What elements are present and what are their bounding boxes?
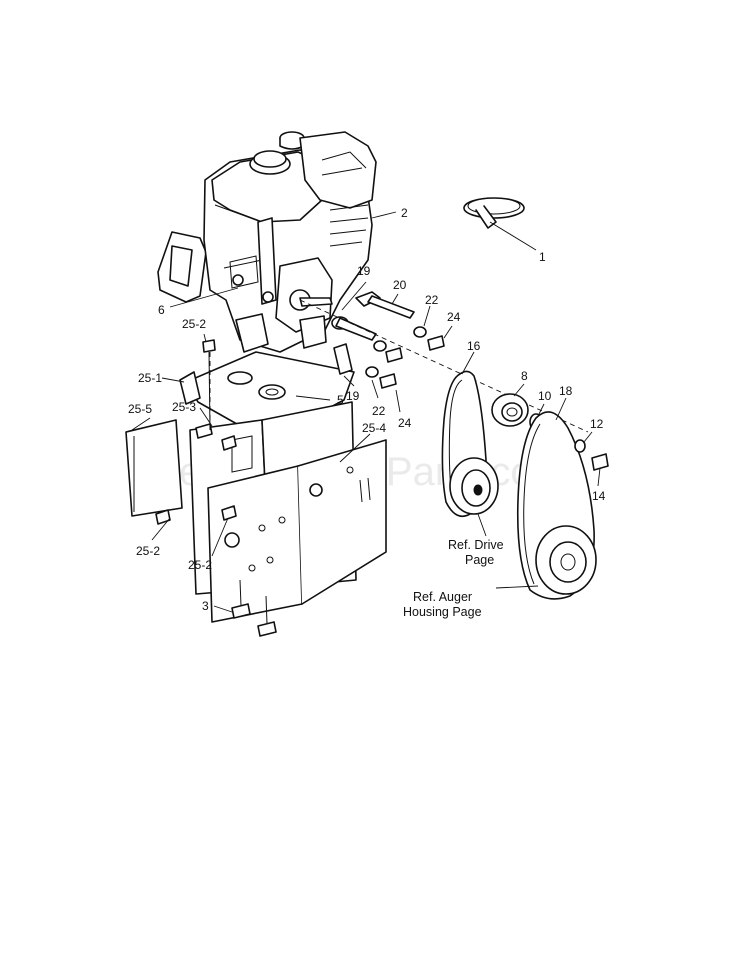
callout-3: 3: [202, 599, 209, 613]
callout-25-2-top: 25-2: [182, 317, 206, 331]
callout-22-top: 22: [425, 293, 439, 307]
engine: [157, 131, 377, 353]
reference-notes: Ref. Drive Page Ref. Auger Housing Page: [403, 538, 504, 619]
frame: [125, 339, 387, 623]
callout-14: 14: [592, 489, 606, 503]
callout-19-top: 19: [357, 264, 371, 278]
ref-drive-line1: Ref. Drive: [448, 538, 504, 552]
callout-12: 12: [590, 417, 604, 431]
part-1-cable: [463, 197, 525, 229]
callout-25-2-bottom: 25-2: [188, 558, 212, 572]
leader-lines: [131, 211, 601, 613]
callout-19-bottom: 19: [346, 389, 360, 403]
bottom-bolts: [231, 579, 277, 637]
callout-22-bottom: 22: [372, 404, 386, 418]
pulleys-and-belts: [441, 370, 609, 600]
callouts: 1 2 6 19 20 22 24 25-2 25-1 25-3 25-5 5 …: [128, 206, 606, 613]
callout-20: 20: [393, 278, 407, 292]
callout-25-3: 25-3: [172, 400, 196, 414]
callout-5: 5: [337, 393, 344, 407]
callout-25-1: 25-1: [138, 371, 162, 385]
callout-6: 6: [158, 303, 165, 317]
ref-auger-line1: Ref. Auger: [413, 590, 472, 604]
callout-10: 10: [538, 389, 552, 403]
callout-16: 16: [467, 339, 481, 353]
callout-24-bottom: 24: [398, 416, 412, 430]
ref-auger-line2: Housing Page: [403, 605, 482, 619]
callout-25-2-left: 25-2: [136, 544, 160, 558]
callout-1: 1: [539, 250, 546, 264]
callout-25-4: 25-4: [362, 421, 386, 435]
callout-24-top: 24: [447, 310, 461, 324]
callout-18: 18: [559, 384, 573, 398]
pulley-hardware: [299, 291, 589, 433]
callout-2: 2: [401, 206, 408, 220]
callout-25-5: 25-5: [128, 402, 152, 416]
callout-8: 8: [521, 369, 528, 383]
ref-drive-line2: Page: [465, 553, 494, 567]
